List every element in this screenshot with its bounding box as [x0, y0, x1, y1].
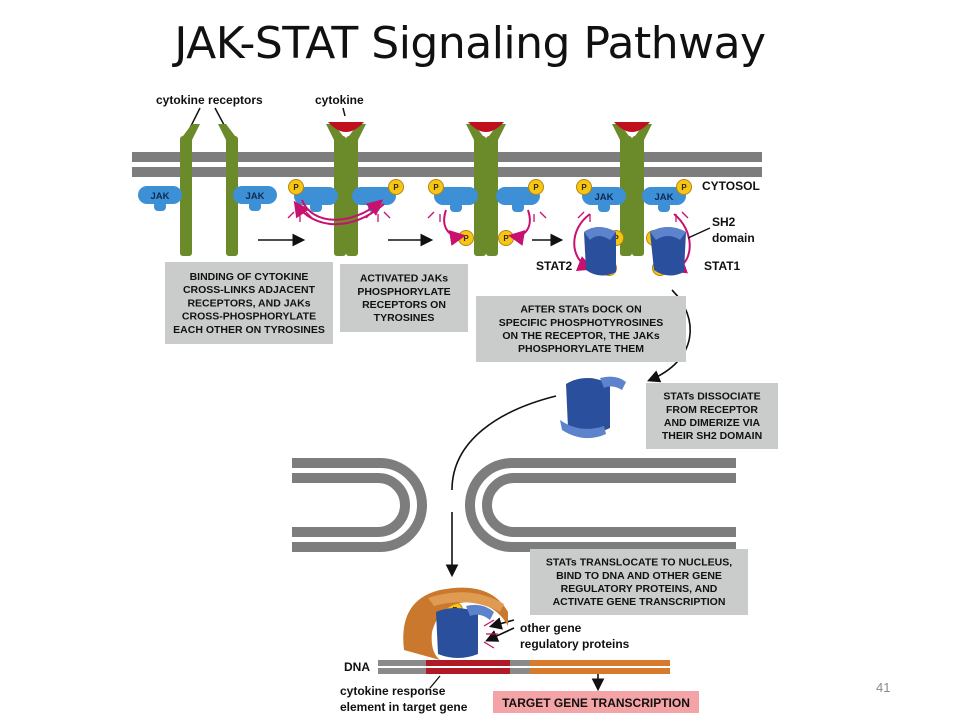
- jak-label: JAK: [245, 191, 264, 202]
- jak-label: JAK: [150, 191, 169, 202]
- cytokine-label: cytokine: [315, 93, 364, 107]
- cytokine-molecule: [614, 122, 650, 132]
- caption-line: ACTIVATE GENE TRANSCRIPTION: [553, 596, 726, 608]
- jak-kinase: JAK: [233, 186, 277, 211]
- caption-line: RECEPTORS ON: [362, 299, 446, 311]
- process-arrows: [258, 233, 692, 692]
- phosphate-group: P: [676, 179, 692, 195]
- caption-line: SPECIFIC PHOSPHOTYROSINES: [499, 317, 664, 329]
- dna-label: DNA: [344, 660, 370, 674]
- other-gene-label-2: regulatory proteins: [520, 637, 630, 651]
- svg-text:P: P: [681, 183, 687, 192]
- stat1-docked: [650, 227, 686, 276]
- sh2-label: SH2: [712, 215, 736, 229]
- stat2-docked: [584, 227, 616, 276]
- svg-text:P: P: [433, 183, 439, 192]
- caption-line: ON THE RECEPTOR, THE JAKs: [502, 330, 659, 342]
- caption-line: PHOSPHORYLATE THEM: [518, 343, 644, 355]
- phosphate-group: P: [498, 230, 514, 246]
- caption-line: CROSS-PHOSPHORYLATE: [182, 311, 316, 323]
- jak-label: JAK: [594, 192, 613, 203]
- cytokine-receptors-label: cytokine receptors: [156, 93, 263, 107]
- target-transcription-label: TARGET GENE TRANSCRIPTION: [502, 696, 690, 710]
- stat2-label: STAT2: [536, 259, 573, 273]
- svg-text:P: P: [581, 183, 587, 192]
- jak-kinase: JAK: [642, 187, 686, 212]
- caption-line: BIND TO DNA AND OTHER GENE: [556, 570, 722, 582]
- sh2-domain-label: domain: [712, 231, 755, 245]
- svg-text:P: P: [393, 183, 399, 192]
- phosphate-group: P: [458, 230, 474, 246]
- caption-line: AFTER STATs DOCK ON: [520, 304, 641, 316]
- jak-kinase: [496, 187, 540, 212]
- other-gene-label: other gene: [520, 621, 582, 635]
- phosphate-group: P: [576, 179, 592, 195]
- caption-line: THEIR SH2 DOMAIN: [662, 430, 762, 442]
- caption-line: EACH OTHER ON TYROSINES: [173, 324, 325, 336]
- caption-line: STATs TRANSLOCATE TO NUCLEUS,: [546, 557, 732, 569]
- caption-line: STATs DISSOCIATE: [663, 391, 760, 403]
- receptor-4-right: [632, 124, 652, 256]
- caption-line: TYROSINES: [374, 312, 435, 324]
- svg-text:P: P: [503, 234, 509, 243]
- caption-line: REGULATORY PROTEINS, AND: [561, 583, 718, 595]
- receptor-1-left: [180, 124, 200, 256]
- cytokine-molecule: [328, 122, 364, 132]
- cytokine-molecule: [468, 122, 504, 132]
- cross-phosphorylation-arrows: [293, 199, 691, 274]
- caption-line: ACTIVATED JAKs: [360, 273, 448, 285]
- phosphate-group: P: [388, 179, 404, 195]
- target-transcription-box: [493, 691, 699, 713]
- jak-kinase: JAK: [582, 187, 626, 212]
- phosphate-group: P: [288, 179, 304, 195]
- plasma-membrane: [132, 152, 762, 177]
- svg-text:P: P: [293, 183, 299, 192]
- slide-number: 41: [876, 680, 891, 695]
- jak-kinase: [294, 187, 338, 212]
- activation-sparks: [287, 211, 689, 222]
- svg-text:P: P: [533, 183, 539, 192]
- caption-line: PHOSPHORYLATE: [357, 286, 450, 298]
- receptor-1-right: [218, 124, 238, 256]
- nuclear-envelope: [292, 458, 736, 552]
- receptor-2-left: [326, 124, 346, 256]
- caption-step5: STATs TRANSLOCATE TO NUCLEUS,BIND TO DNA…: [530, 549, 748, 615]
- caption-line: RECEPTORS, AND JAKs: [187, 297, 310, 309]
- response-element-label-2: element in target gene: [340, 700, 468, 714]
- caption-line: FROM RECEPTOR: [666, 404, 758, 416]
- jak-kinase: [434, 187, 478, 212]
- dna-strand: [378, 660, 670, 674]
- stat1-label: STAT1: [704, 259, 741, 273]
- stat-dimer: [560, 376, 626, 439]
- svg-text:P: P: [613, 234, 619, 243]
- svg-text:P: P: [463, 234, 469, 243]
- response-element-label: cytokine response: [340, 684, 446, 698]
- jak-label: JAK: [654, 192, 673, 203]
- phosphate-group: P: [428, 179, 444, 195]
- caption-line: BINDING OF CYTOKINE: [190, 271, 309, 283]
- caption-line: AND DIMERIZE VIA: [664, 417, 761, 429]
- jak-kinase: JAK: [138, 186, 182, 211]
- caption-line: CROSS-LINKS ADJACENT: [183, 284, 316, 296]
- gene-activation-sparks: [483, 619, 498, 649]
- regulatory-protein-complex: [403, 587, 508, 660]
- receptor-3-left: [466, 124, 486, 256]
- phosphate-group: P: [528, 179, 544, 195]
- slide-title: JAK-STAT Signaling Pathway: [174, 18, 766, 69]
- receptor-3-right: [486, 124, 506, 256]
- cytosol-label: CYTOSOL: [702, 179, 760, 193]
